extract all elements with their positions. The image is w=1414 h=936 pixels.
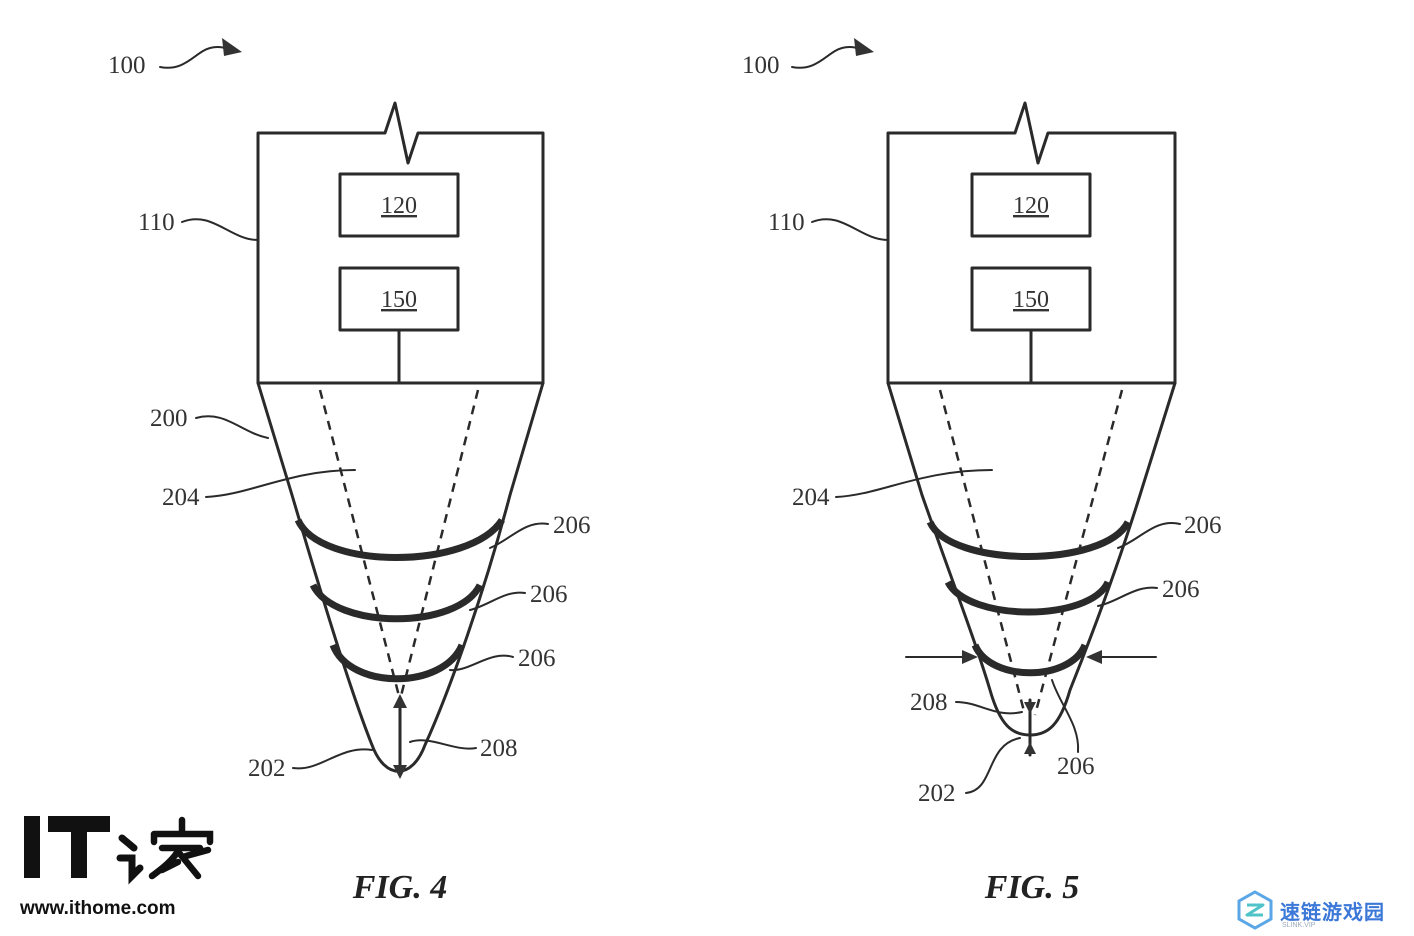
- fig4-label-204: 204: [162, 484, 200, 511]
- fig4-label-206-a: 206: [553, 512, 591, 539]
- fig4-ring-3: [329, 643, 466, 683]
- logo-letter-i: [24, 816, 40, 878]
- fig5-label-202: 202: [918, 780, 956, 807]
- fig4-housing: [256, 101, 545, 385]
- fig5-arrowhead-up: [1024, 742, 1036, 754]
- fig4-leader-204: [205, 469, 356, 498]
- fig4-box-120-label: 120: [381, 193, 417, 219]
- fig5-leader-206-c: [1051, 679, 1080, 753]
- fig4-label-208: 208: [480, 735, 518, 762]
- fig5-squeeze-left-head: [962, 650, 978, 664]
- fig5-label-208: 208: [910, 689, 948, 716]
- logo-glyph-zhi: [116, 834, 144, 885]
- fig5-housing: [886, 101, 1177, 385]
- fig4-dash-left: [318, 389, 402, 701]
- partner-badge: 速链游戏园 SLINK.VIP: [1236, 888, 1385, 932]
- fig4-leader-206-b: [469, 591, 526, 611]
- fig4-label-100: 100: [108, 52, 146, 79]
- fig4-leader-202: [292, 748, 373, 770]
- partner-sub: SLINK.VIP: [1282, 922, 1316, 929]
- fig4-leader-206-a: [489, 522, 549, 549]
- fig5-label-206-b: 206: [1162, 576, 1200, 603]
- fig4-label-110: 110: [138, 209, 175, 236]
- fig5-leader-110: [811, 218, 889, 241]
- fig4-arrowhead-100: [222, 38, 242, 56]
- fig5-label-206-a: 206: [1184, 512, 1222, 539]
- fig5-ring-1: [926, 520, 1132, 560]
- fig4-caption: FIG. 4: [352, 869, 447, 906]
- fig5-ring-3: [971, 643, 1089, 677]
- fig5-label-206-c: 206: [1057, 753, 1095, 780]
- fig4-arrowhead-down: [393, 765, 407, 779]
- fig4-label-202: 202: [248, 755, 286, 782]
- fig4-ring-2: [309, 583, 484, 623]
- fig4-leader-208: [409, 739, 477, 750]
- partner-logo-icon: [1237, 890, 1273, 930]
- fig5-leader-204: [835, 469, 993, 498]
- fig4-leader-200: [195, 415, 269, 439]
- fig5-leader-206-b: [1097, 586, 1158, 607]
- fig5-leader-206-a: [1117, 521, 1181, 549]
- figure-4: 100 110 120 150 200 204 206 206 206: [108, 38, 591, 906]
- fig5-arrowhead-down: [1024, 702, 1036, 714]
- fig5-box-150-label: 150: [1013, 287, 1049, 313]
- logo-glyph-jia: [148, 816, 214, 880]
- fig5-leader-202: [965, 737, 1021, 794]
- fig5-box-120-label: 120: [1013, 193, 1049, 219]
- fig4-ring-1: [294, 517, 505, 561]
- fig4-box-120: [338, 172, 460, 238]
- fig4-label-200: 200: [150, 405, 188, 432]
- fig5-ring-2: [944, 580, 1112, 616]
- fig4-dash-right: [398, 389, 480, 701]
- partner-name: 速链游戏园: [1280, 899, 1385, 924]
- fig4-leader-110: [181, 218, 259, 241]
- fig4-label-206-c: 206: [518, 645, 556, 672]
- fig5-label-204: 204: [792, 484, 830, 511]
- fig5-squeeze-right-head: [1086, 650, 1102, 664]
- fig5-label-100: 100: [742, 52, 780, 79]
- ithome-logo: [24, 816, 214, 885]
- fig4-leader-206-c: [449, 654, 514, 672]
- fig5-leader-208: [955, 701, 1023, 715]
- ithome-url: www.ithome.com: [20, 898, 176, 919]
- fig5-box-120: [970, 172, 1092, 238]
- fig4-arrowhead-up: [393, 694, 407, 708]
- logo-letter-t-stem: [71, 816, 87, 878]
- fig5-arrowhead-100: [854, 38, 874, 56]
- fig5-label-110: 110: [768, 209, 805, 236]
- fig4-label-206-b: 206: [530, 581, 568, 608]
- fig4-box-150-label: 150: [381, 287, 417, 313]
- fig5-caption: FIG. 5: [984, 869, 1079, 906]
- figure-5: 100 110 120 150 204 206 206 206: [742, 38, 1222, 906]
